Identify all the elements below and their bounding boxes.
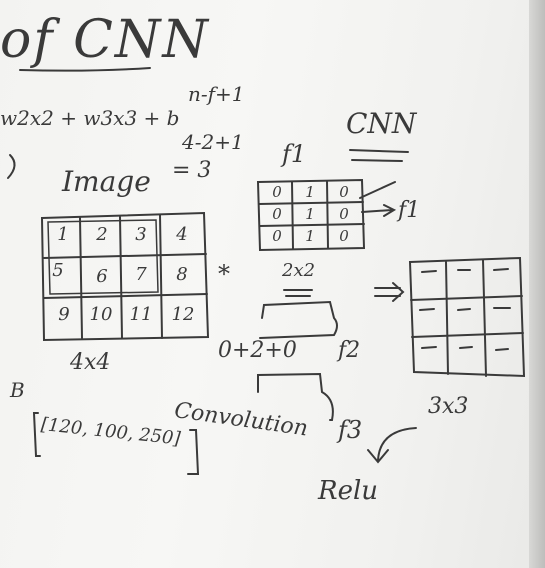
image-cell: 6 [96,266,108,287]
equation-text: w2x2 + w3x3 + b [0,106,180,130]
cnn-label: CNN [346,107,417,140]
implies-arrow: => [376,282,378,283]
filter-size-label: 2x2 [282,260,316,281]
filter-cell: 1 [305,227,315,245]
sum-text: 0+2+0 [218,338,297,363]
cnn-underline [349,149,409,153]
f2-box [259,300,338,339]
filter-cell: 0 [272,227,282,245]
f3-box [257,372,334,421]
image-cell: 2 [96,224,108,245]
image-cell: 11 [129,304,153,325]
relu-arrow [367,427,417,464]
title-underline [19,67,151,72]
formula-line-2: 4-2+1 [182,130,244,154]
image-cell: 9 [58,304,70,325]
b-label: B [10,378,25,402]
image-size-label: 4x4 [70,350,111,375]
filter-arrow-label: f1 [398,198,421,223]
image-cell: 7 [135,264,147,285]
f2-label: f2 [338,338,361,363]
multiply-sign: * [218,260,230,288]
image-grid-border [40,211,210,342]
image-label: Image [62,165,151,198]
highlight-box [47,219,159,295]
board-edge [529,0,545,568]
relu-label: Relu [318,476,379,506]
filter-cell: 0 [339,227,349,245]
image-cell: 10 [89,304,113,325]
image-cell: 1 [57,224,69,245]
f3-label: f3 [338,416,363,444]
filter-label: f1 [282,140,307,168]
output-grid-border [408,256,526,378]
page-title: of CNN [0,10,210,70]
image-cell: 4 [176,224,188,245]
filter-cell: 0 [339,183,349,201]
formula-line-1: n-f+1 [188,82,245,106]
filter-cell: 0 [272,205,282,223]
image-cell: 8 [176,264,188,285]
image-cell: 12 [171,304,195,325]
filter-cell: 0 [272,183,282,201]
left-paren [7,154,16,179]
image-cell: 5 [52,260,64,281]
filter-cell: 1 [305,183,315,201]
output-size-label: 3x3 [428,394,469,419]
filter-cell: 1 [305,205,315,223]
filter-cell: 0 [339,205,349,223]
formula-line-3: = 3 [172,158,212,183]
image-cell: 3 [135,224,147,245]
